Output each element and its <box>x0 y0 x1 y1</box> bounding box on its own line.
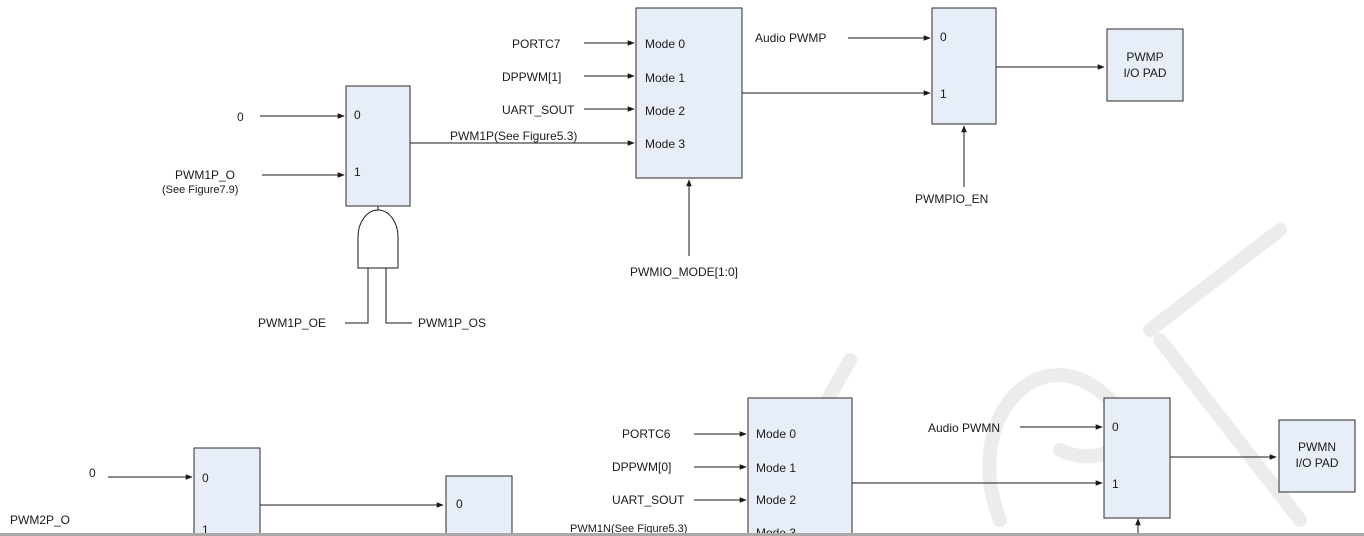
top-left-mux-in1: 1 <box>354 165 361 179</box>
bottom-pad-line1: PWMN <box>1298 440 1336 454</box>
bottom-mode-2: Mode 2 <box>756 493 796 507</box>
bottom-mid-mux <box>445 475 513 536</box>
top-pad-line1: PWMP <box>1126 50 1163 64</box>
bottom-mode-src-2: UART_SOUT <box>612 493 685 507</box>
bottom-mode-src-1: DPPWM[0] <box>612 460 671 474</box>
top-left-src-1: PWM1P_O <box>175 168 235 182</box>
bottom-right-src: Audio PWMN <box>928 421 1000 435</box>
bottom-left-mux <box>193 447 261 536</box>
top-mode-src-1: DPPWM[1] <box>502 70 561 84</box>
top-left-mux <box>345 85 411 207</box>
bottom-mode-0: Mode 0 <box>756 427 796 441</box>
bottom-left-mux-in0: 0 <box>202 471 209 485</box>
top-right-src: Audio PWMP <box>755 31 826 45</box>
top-mode-src-3: PWM1P(See Figure5.3) <box>450 129 577 143</box>
top-pad <box>1106 28 1184 102</box>
top-right-mux-in0: 0 <box>940 30 947 44</box>
top-mode-select: PWMIO_MODE[1:0] <box>630 265 738 279</box>
bottom-right-mux <box>1103 397 1171 519</box>
bottom-edge-strip <box>0 533 1364 536</box>
top-mode-src-0: PORTC7 <box>512 37 561 51</box>
bottom-left-mux-in1: 1 <box>202 523 209 536</box>
top-left-mux-in0: 0 <box>354 108 361 122</box>
top-pad-line2: I/O PAD <box>1123 66 1166 80</box>
bottom-mode-1: Mode 1 <box>756 461 796 475</box>
bottom-mode-src-0: PORTC6 <box>622 427 671 441</box>
top-mode-3: Mode 3 <box>645 137 685 151</box>
bottom-mid-mux-in0: 0 <box>456 497 463 511</box>
top-mode-1: Mode 1 <box>645 71 685 85</box>
gate-wire-os <box>385 268 412 324</box>
bottom-right-mux-in1: 1 <box>1112 477 1119 491</box>
top-right-mux <box>931 7 997 125</box>
top-mode-2: Mode 2 <box>645 104 685 118</box>
bottom-mode-src-3: PWM1N(See Figure5.3) <box>570 523 687 535</box>
gate-input-os: PWM1P_OS <box>418 316 486 330</box>
top-mode-0: Mode 0 <box>645 37 685 51</box>
gate-wire-oe <box>345 268 369 324</box>
top-right-mux-in1: 1 <box>940 87 947 101</box>
bottom-mode-mux <box>747 397 853 536</box>
bottom-mode-3: Mode 3 <box>756 526 796 536</box>
top-left-src-0: 0 <box>237 110 244 124</box>
top-mode-mux <box>635 7 743 179</box>
bottom-left-src-0: 0 <box>89 466 96 480</box>
bottom-pad-line2: I/O PAD <box>1295 456 1338 470</box>
bottom-right-mux-in0: 0 <box>1112 420 1119 434</box>
gate-input-oe: PWM1P_OE <box>258 316 326 330</box>
bottom-left-src-1: PWM2P_O <box>10 513 70 527</box>
top-right-select: PWMPIO_EN <box>915 192 988 206</box>
top-left-src-1-note: (See Figure7.9) <box>162 184 238 196</box>
top-mode-src-2: UART_SOUT <box>502 103 575 117</box>
and-gate <box>357 209 399 269</box>
bottom-pad <box>1278 419 1356 493</box>
